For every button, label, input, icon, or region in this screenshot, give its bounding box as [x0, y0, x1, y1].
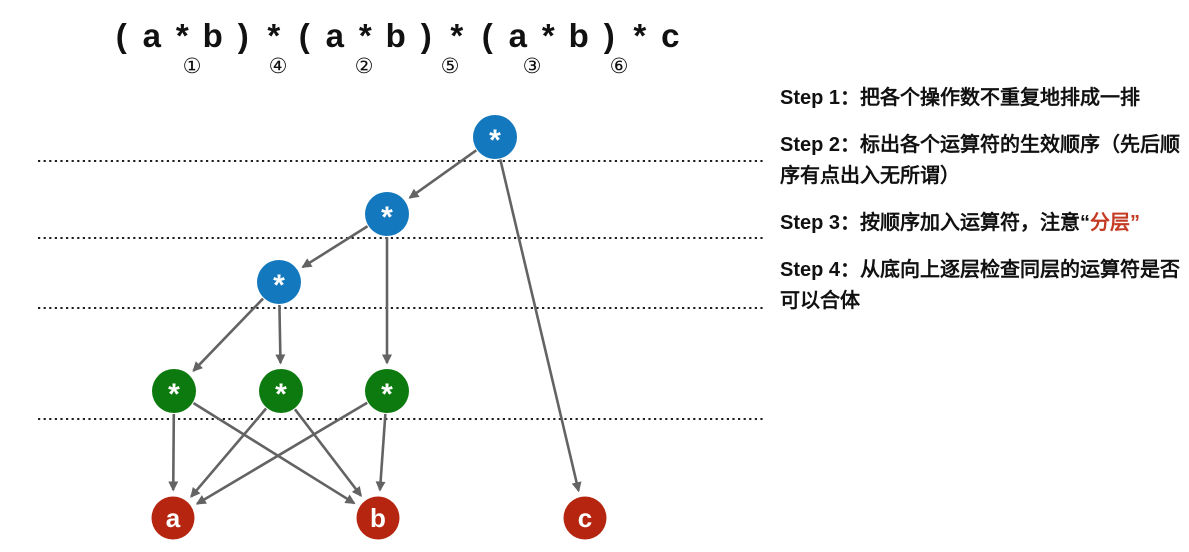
operator-char: *: [175, 17, 189, 54]
step-text: 把各个操作数不重复地排成一排: [860, 87, 1141, 109]
order-label: ⑥: [609, 55, 629, 78]
step-label: Step 1：: [780, 87, 861, 109]
tree-graph: * * * * * * a b c: [38, 115, 764, 540]
formula-char: b: [202, 17, 223, 54]
operator-order-labels: ① ④ ② ⑤ ③ ⑥: [0, 55, 770, 81]
formula-char: b: [568, 17, 589, 54]
formula-char: a: [325, 17, 344, 54]
node-operand-b: b: [356, 496, 400, 540]
expression-formula: ( a * b) * ( a * b) * ( a * b) * c: [106, 14, 686, 58]
node-label: *: [273, 269, 285, 302]
edge-mul-low-to-mul-g1: [192, 297, 264, 372]
node-label: b: [370, 503, 386, 533]
node-operand-c: c: [563, 496, 607, 540]
node-mul-g3: *: [365, 369, 409, 413]
edge-mul-g1-to-operand-b: [192, 402, 356, 505]
edge-mul-g2-to-operand-a: [190, 407, 268, 498]
formula-char: c: [661, 17, 680, 54]
node-label: a: [166, 503, 181, 533]
node-label: c: [578, 503, 592, 533]
node-mul-mid: *: [365, 192, 409, 236]
edge-mul-low-to-mul-g2: [275, 304, 286, 365]
formula-char: ): [603, 17, 615, 54]
node-label: *: [381, 201, 393, 234]
step-1: Step 1：把各个操作数不重复地排成一排: [780, 83, 1189, 114]
order-label: ⑤: [440, 55, 460, 78]
edge-mul-g3-to-operand-a: [195, 401, 368, 505]
step-text: 从底向上逐层检查同层的运算符是否可以合体: [780, 259, 1181, 312]
order-label: ②: [354, 55, 374, 78]
step-label: Step 2：: [780, 134, 861, 156]
step-label: Step 4：: [780, 259, 861, 281]
step-4: Step 4：从底向上逐层检查同层的运算符是否可以合体: [780, 255, 1189, 317]
operator-char: *: [450, 17, 464, 54]
node-label: *: [275, 378, 287, 411]
order-label: ④: [268, 55, 288, 78]
formula-char: a: [142, 17, 161, 54]
step-label: Step 3：: [780, 212, 861, 234]
node-mul-top: *: [473, 115, 517, 159]
operator-char: *: [541, 17, 555, 54]
edge-mul-top-to-mul-mid: [408, 149, 478, 199]
formula-char: ): [420, 17, 432, 54]
formula-char: (: [481, 17, 493, 54]
operator-char: *: [267, 17, 281, 54]
node-label: *: [168, 378, 180, 411]
node-mul-g1: *: [152, 369, 196, 413]
edge-mul-mid-to-mul-low: [301, 225, 369, 269]
operator-char: *: [633, 17, 647, 54]
operator-char: *: [358, 17, 372, 54]
formula-char: (: [298, 17, 310, 54]
node-mul-low: *: [257, 260, 301, 304]
step-2: Step 2：标出各个运算符的生效顺序（先后顺序有点出入无所谓）: [780, 130, 1189, 192]
order-label: ③: [522, 55, 542, 78]
step-3: Step 3：按顺序加入运算符，注意“分层”: [780, 208, 1189, 239]
formula-char: (: [115, 17, 127, 54]
formula-char: b: [385, 17, 406, 54]
step-text: 标出各个运算符的生效顺序（先后顺序有点出入无所谓）: [780, 134, 1181, 187]
node-label: *: [489, 124, 501, 157]
formula-char: ): [237, 17, 249, 54]
steps-panel: Step 1：把各个操作数不重复地排成一排 Step 2：标出各个运算符的生效顺序…: [780, 83, 1189, 333]
step-text: 按顺序加入运算符，注意“: [860, 212, 1091, 234]
node-operand-a: a: [151, 496, 195, 540]
edge-mul-g3-to-operand-b: [375, 413, 387, 492]
node-label: *: [381, 378, 393, 411]
node-mul-g2: *: [259, 369, 303, 413]
step-text-highlight: 分层”: [1090, 212, 1141, 234]
order-label: ①: [182, 55, 202, 78]
edge-mul-g1-to-operand-a: [168, 413, 179, 492]
edge-mul-top-to-operand-c: [499, 159, 582, 493]
edge-mul-g2-to-operand-b: [293, 408, 363, 497]
formula-char: a: [508, 17, 527, 54]
